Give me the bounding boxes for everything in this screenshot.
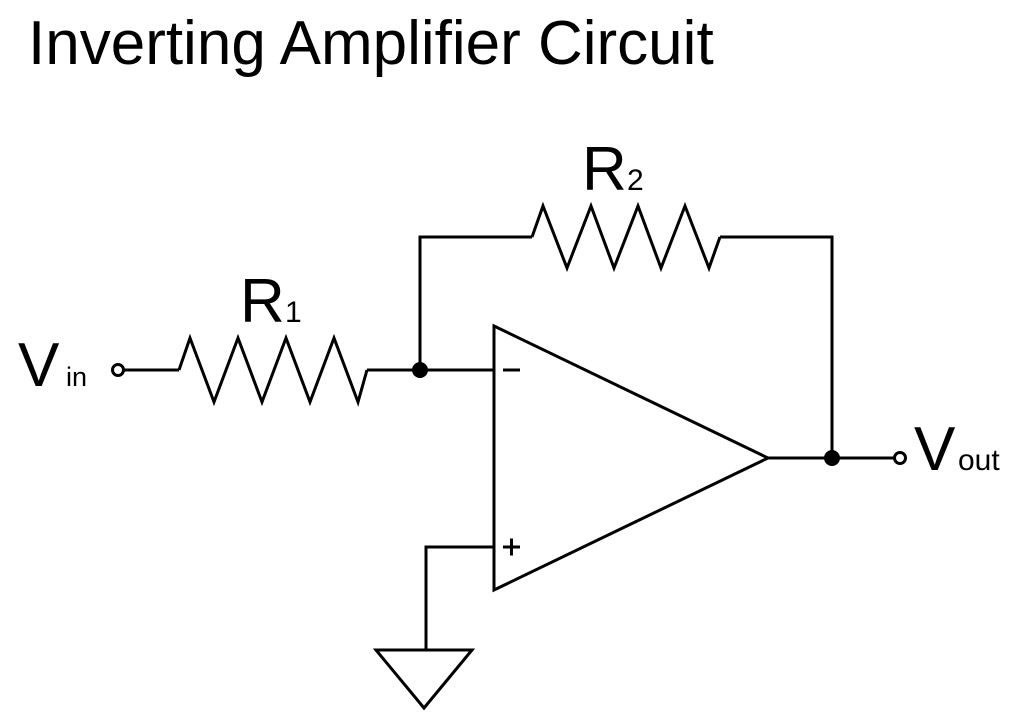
opamp-symbol xyxy=(492,323,772,593)
r2-subscript: 2 xyxy=(627,164,644,197)
junction-node-output xyxy=(824,450,840,466)
r1-resistor xyxy=(177,333,369,407)
vout-terminal xyxy=(893,451,907,465)
opamp-plus-sign xyxy=(503,538,520,556)
r2-resistor xyxy=(530,201,722,273)
vout-label: V xyxy=(914,415,956,484)
vout-subscript: out xyxy=(958,444,1000,477)
r1-subscript: 1 xyxy=(285,296,302,329)
ground-icon xyxy=(372,648,476,711)
r2-label: R xyxy=(582,135,627,204)
r1-label: R xyxy=(240,267,285,336)
vin-subscript: in xyxy=(66,362,87,392)
vin-terminal xyxy=(111,363,125,377)
ground-wire xyxy=(424,545,494,650)
diagram-title: Inverting Amplifier Circuit xyxy=(28,9,714,78)
vin-label: V xyxy=(18,331,60,400)
feedback-wire-right xyxy=(720,235,834,458)
feedback-wire-left xyxy=(418,235,532,370)
